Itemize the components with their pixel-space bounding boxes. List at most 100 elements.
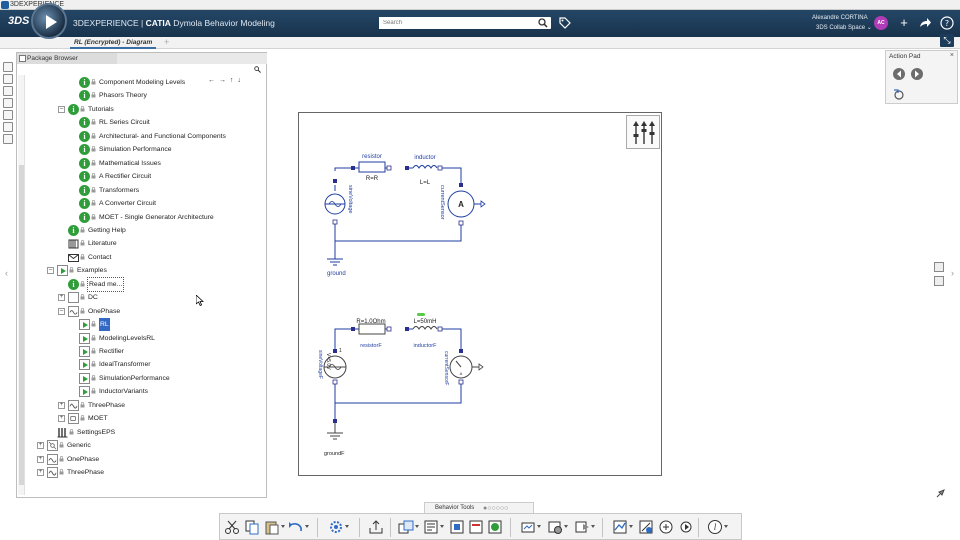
simulation-setup-icon[interactable] [520, 519, 536, 535]
back-icon[interactable] [892, 67, 906, 81]
function-dropdown[interactable] [707, 519, 728, 535]
current-sensor-symbol[interactable]: A [447, 183, 486, 226]
tree-item[interactable]: SettingsEPS [25, 426, 263, 439]
tree-item[interactable]: +ThreePhase [25, 399, 263, 412]
scrollbar-thumb[interactable] [19, 165, 24, 485]
expand-icon[interactable]: + [37, 442, 44, 450]
ds-logo-icon[interactable]: 3DS [8, 15, 30, 27]
view-search-icon[interactable] [3, 122, 13, 132]
forward-icon[interactable] [910, 67, 924, 81]
plot-icon[interactable] [612, 519, 628, 535]
translate-icon[interactable] [547, 519, 563, 535]
insert-dropdown[interactable] [398, 519, 419, 535]
tree-item[interactable]: Literature [25, 237, 263, 250]
animation-icon[interactable] [638, 519, 654, 535]
undo-dropdown[interactable] [288, 519, 309, 535]
search-icon[interactable] [254, 66, 261, 73]
behavior-tools-header[interactable]: Behavior Tools ●○○○○○ [424, 502, 534, 513]
add-icon[interactable]: + [900, 15, 908, 30]
translate-dropdown[interactable] [547, 519, 568, 535]
collapse-icon[interactable]: – [58, 307, 65, 315]
collapse-right-icon[interactable]: › [951, 268, 954, 278]
avatar[interactable]: AC [874, 16, 888, 30]
settings-gear-icon[interactable] [328, 519, 344, 535]
paste-dropdown[interactable] [264, 519, 285, 535]
resistor-f-symbol[interactable] [351, 323, 392, 335]
simulation-dropdown[interactable] [520, 519, 541, 535]
cut-icon[interactable] [224, 519, 240, 535]
expand-icon[interactable]: ⤡ [940, 34, 954, 47]
expand-icon[interactable]: + [58, 294, 65, 302]
diagram-canvas[interactable]: resistor R=R inductor L=L sineVoltage A [298, 112, 662, 476]
expand-icon[interactable]: + [37, 455, 44, 463]
sine-voltage-f-symbol[interactable]: 1 [323, 348, 347, 385]
search-icon[interactable] [538, 18, 548, 28]
plot-dropdown[interactable] [612, 519, 633, 535]
collapse-icon[interactable]: – [58, 105, 65, 113]
user-name[interactable]: Alexandre CORTINA [812, 15, 868, 21]
tree-item[interactable]: IdealTransformer [25, 358, 263, 371]
tag-icon[interactable] [558, 16, 572, 30]
pin-icon[interactable] [936, 489, 945, 498]
variable-browser-icon[interactable] [658, 519, 674, 535]
help-icon[interactable]: ? [940, 16, 954, 30]
ground-f-symbol[interactable] [327, 419, 343, 440]
tree-item[interactable]: +DC [25, 291, 263, 304]
tree-item[interactable]: +MOET [25, 412, 263, 425]
copy-icon[interactable] [244, 519, 260, 535]
ground-symbol[interactable] [327, 258, 343, 266]
add-tab-button[interactable]: + [164, 37, 170, 47]
resistor-symbol[interactable] [351, 161, 392, 173]
inductor-f-symbol[interactable] [405, 313, 443, 332]
expand-icon[interactable]: + [37, 469, 44, 477]
tree-item[interactable]: RL [25, 318, 263, 332]
tree-item[interactable]: SimulationPerformance [25, 372, 263, 385]
undo-icon[interactable] [288, 519, 304, 535]
tree-item[interactable]: –OnePhase [25, 305, 263, 318]
collab-space-selector[interactable]: 3DS Collab Space ⌄ [816, 24, 872, 31]
document-icon[interactable] [468, 519, 484, 535]
run-icon[interactable] [574, 519, 590, 535]
comments-icon[interactable] [934, 276, 944, 286]
tree-item[interactable]: +OnePhase [25, 453, 263, 466]
export-icon[interactable] [368, 519, 384, 535]
view-list-icon[interactable] [3, 62, 13, 72]
tree-item[interactable]: –Examples [25, 264, 263, 277]
share-icon[interactable] [918, 16, 932, 30]
tree-navigation-arrows[interactable]: ← → ↑ ↓ [208, 77, 242, 84]
tree-item[interactable]: Rectifier [25, 345, 263, 358]
paste-icon[interactable] [264, 519, 280, 535]
view-detail-icon[interactable] [3, 98, 13, 108]
close-icon[interactable]: × [949, 52, 954, 59]
text-layer-icon[interactable] [423, 519, 439, 535]
view-tree-icon[interactable] [3, 74, 13, 84]
run-dropdown[interactable] [574, 519, 595, 535]
tree-item[interactable]: Contact [25, 251, 263, 264]
expand-icon[interactable]: + [58, 415, 65, 423]
panel-toggle-icon[interactable] [19, 55, 26, 62]
view-browser-icon[interactable] [3, 110, 13, 120]
compass-icon[interactable] [31, 3, 67, 39]
diagram-icon[interactable] [449, 519, 465, 535]
current-sensor-f-symbol[interactable]: A [449, 349, 484, 385]
info-icon[interactable] [487, 519, 503, 535]
inductor-symbol[interactable] [405, 165, 443, 171]
collapse-icon[interactable]: – [47, 267, 54, 275]
view-grid-icon[interactable] [3, 86, 13, 96]
properties-icon[interactable] [934, 262, 944, 272]
layer-dropdown[interactable] [423, 519, 444, 535]
view-filter-icon[interactable] [3, 134, 13, 144]
insert-component-icon[interactable] [398, 519, 414, 535]
